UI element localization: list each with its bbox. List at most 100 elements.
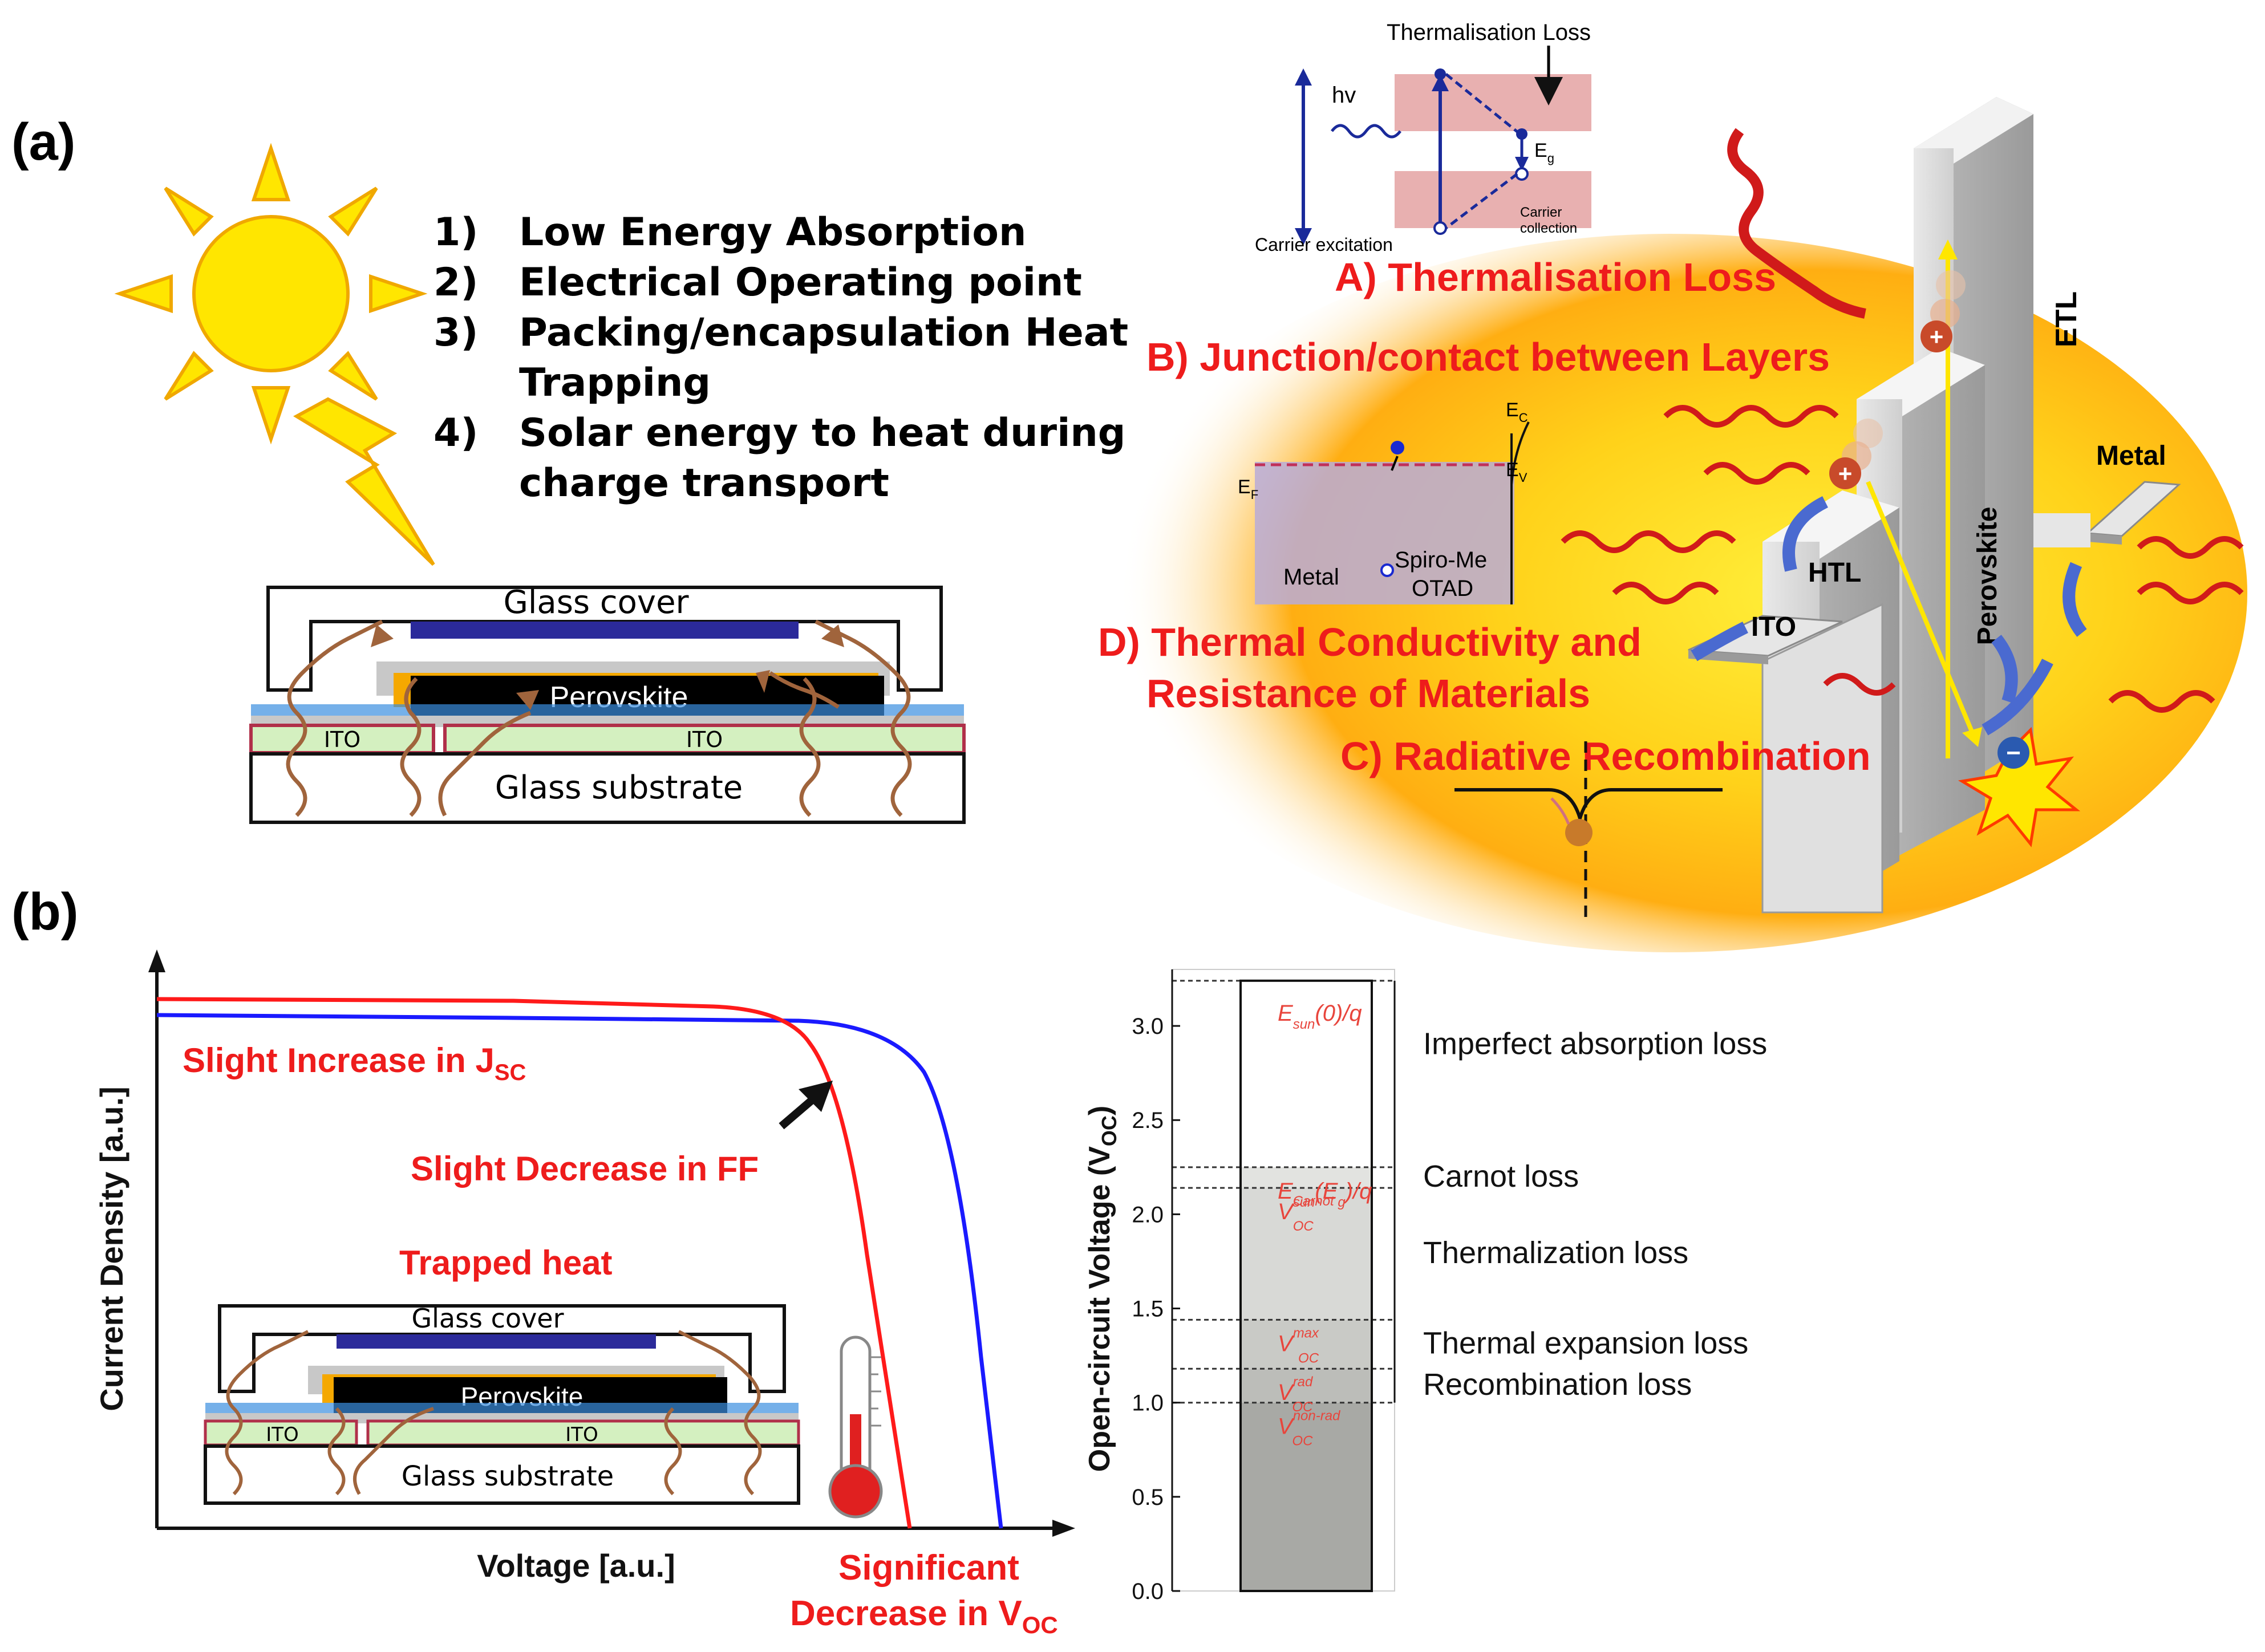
label-b-junction: B) Junction/contact between Layers [1146,335,1830,379]
voc-loss-label-3: Thermal expansion loss [1423,1326,1748,1360]
voc-axis-ticks: 0.0 0.5 1.0 1.5 2.0 2.5 3.0 [1132,969,1180,1604]
svg-text:−: − [2006,739,2021,767]
jsc-annotation: Slight Increase in JSC [183,1041,526,1085]
sun-icon [114,143,435,566]
blue-jv-curve [156,1013,1003,1529]
heat-wave-icons [286,619,912,817]
svg-text:+: + [1930,323,1944,350]
heat-radiation-icons [1561,128,2244,713]
label-d-thermal-2: Resistance of Materials [1146,671,1590,716]
carrier-excitation-label: Carrier excitation [1255,234,1393,255]
voc-loss-chart: 0.0 0.5 1.0 1.5 2.0 2.5 3.0 Open-circuit Volta… [1083,969,1767,1604]
voc-tick-label-3: 1.5 [1132,1297,1164,1322]
voc-tick-label-2: 1.0 [1132,1391,1164,1416]
heat-arrowheads [371,624,844,710]
voc-bars [1172,979,1396,1592]
voc-tick-label-5: 2.5 [1132,1108,1164,1133]
ff-arrow-icon [799,1081,833,1112]
jv-xlabel: Voltage [a.u.] [477,1548,675,1584]
list-num-4: 4) [433,411,478,456]
svg-text:+: + [1838,460,1853,487]
voc-band-5 [1241,1402,1372,1591]
voc-tick-label-6: 3.0 [1132,1014,1164,1039]
loss-labels: A) Thermalisation Loss B) Junction/conta… [1098,255,1871,778]
etl-label: ETL [2050,291,2083,347]
voc-loss-label-1: Carnot loss [1423,1159,1579,1194]
label-c-radiative: C) Radiative Recombination [1340,734,1871,778]
hole-icons: + + [1829,270,1966,489]
burst-icon [1958,726,2081,847]
jv-plot: Current Density [a.u.] Voltage [a.u.] Sl… [94,949,1075,1638]
spiro-label-2: OTAD [1412,576,1473,601]
list-text-2: Electrical Operating point [519,260,1082,305]
voc-band-2 [1241,1188,1372,1320]
junction-band-inset: EC EV EF Metal Spiro-Me OTAD [1238,399,1530,604]
electron-icon [1997,737,2029,769]
glass-cover-label: Glass cover [503,584,689,621]
voc-ylabel: Open-circuit Voltage (VOC) [1083,1106,1121,1472]
heat-flow-arrows [1691,496,2087,736]
voc-band-0 [1241,980,1372,1167]
thermalisation-title: Thermalisation Loss [1387,20,1591,45]
list-num-3: 3) [433,310,478,355]
glass-cover-label-b: Glass cover [411,1303,564,1334]
ito-left-label-b: ITO [266,1423,299,1446]
ito-right-label: ITO [686,727,723,752]
glass-substrate-label: Glass substrate [495,769,743,806]
ev-label: EV [1506,459,1527,485]
metal-inset-label: Metal [1283,565,1339,590]
list-text-1: Low Energy Absorption [519,210,1026,255]
lightning-icon [293,397,435,566]
recombination-well-inset [1454,741,1723,918]
panel-a: (a) 1) Low Energy Absorption 2) Electric… [11,20,2247,952]
voc-loss-label-2: Thermalization loss [1423,1236,1688,1270]
voc-tick-label-4: 2.0 [1132,1202,1164,1227]
ec-label: EC [1506,399,1528,425]
panel-b-label: (b) [11,883,78,941]
trapped-heat-annotation: Trapped heat [399,1244,612,1282]
ito-left-label: ITO [324,727,360,752]
device-stack-3d: + + − ETL Perovskite HTL ITO Metal [1561,97,2244,914]
hv-label: hv [1332,83,1356,108]
band-diagram-inset: Thermalisation Loss hv Eg Carrier collec… [1255,20,1591,255]
voc-band-3 [1241,1320,1372,1369]
device-cross-section: Perovskite ITO ITO Glass substrate Glass… [249,584,966,824]
carrier-collection-label-2: collection [1520,221,1577,236]
voc-tick-label-1: 0.5 [1132,1485,1164,1510]
list-num-2: 2) [433,260,478,305]
label-d-thermal-1: D) Thermal Conductivity and [1098,620,1642,664]
ff-annotation: Slight Decrease in FF [411,1150,759,1188]
red-jv-curve [156,997,912,1529]
metal-stack-label: Metal [2096,441,2166,471]
list-text-4b: charge transport [519,461,889,506]
spiro-label-1: Spiro-Me [1395,547,1487,573]
ef-label: EF [1238,476,1258,502]
panel-b: (b) Current Density [a.u.] Voltage [a.u.… [11,883,1767,1638]
voc-bar-outline [1239,979,1373,1592]
voc-level-label-0: Esun(0)/q [1278,1001,1362,1032]
jv-ylabel: Current Density [a.u.] [94,1086,129,1411]
htl-label: HTL [1808,558,1861,588]
label-a-thermalisation: A) Thermalisation Loss [1335,255,1776,299]
voc-tick-label-0: 0.0 [1132,1579,1164,1604]
ito-right-label-b: ITO [565,1423,598,1446]
voc-band-4 [1241,1369,1372,1403]
ito-stack-label: ITO [1751,612,1796,642]
voc-level-label-1: Esun(Eg)/q [1278,1179,1372,1210]
voc-loss-label-4: Recombination loss [1423,1367,1692,1402]
voc-annotation-2: Decrease in VOC [790,1594,1058,1638]
list-num-1: 1) [433,210,478,255]
perovskite-stack-label: Perovskite [1972,507,2003,646]
eg-label: Eg [1534,140,1554,165]
voc-band-1 [1241,1167,1372,1188]
device-cross-section-b: Perovskite ITO ITO Glass substrate Glass… [204,1303,800,1505]
panel-a-label: (a) [11,113,75,171]
thermometer-icon [828,1336,883,1519]
glass-substrate-label-b: Glass substrate [402,1460,614,1492]
